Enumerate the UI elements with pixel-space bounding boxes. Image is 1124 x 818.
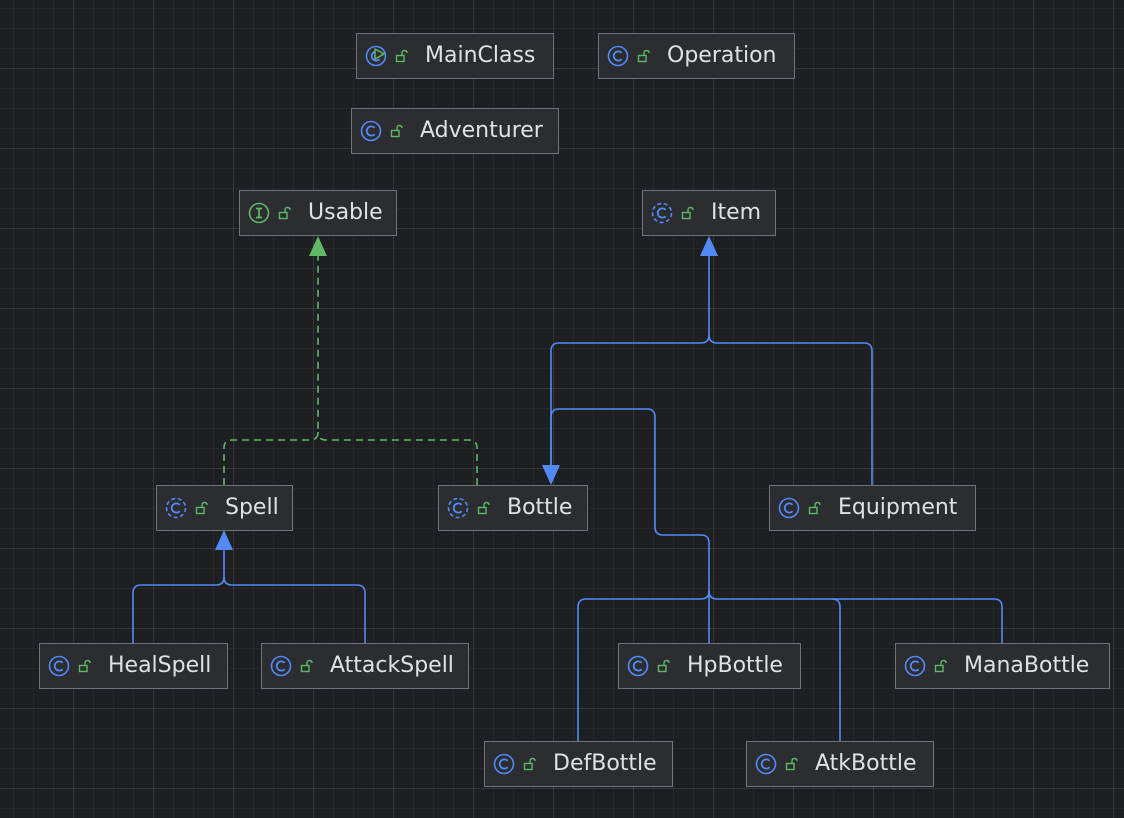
public-lock-icon	[681, 206, 694, 220]
class-node-operation[interactable]: Operation	[598, 33, 795, 79]
public-lock-icon	[523, 757, 536, 771]
class-icon	[270, 655, 292, 677]
public-lock-icon	[278, 206, 291, 220]
abstract-class-node-bottle[interactable]: Bottle	[438, 485, 588, 531]
class-node-hpbottle[interactable]: HpBottle	[618, 643, 801, 689]
class-node-atkbottle[interactable]: AtkBottle	[746, 741, 934, 787]
public-lock-icon	[808, 501, 821, 515]
public-lock-icon	[477, 501, 490, 515]
interface-icon	[248, 202, 270, 224]
class-node-manabottle[interactable]: ManaBottle	[895, 643, 1110, 689]
abstract-class-node-item[interactable]: Item	[642, 190, 776, 236]
class-name: Operation	[667, 43, 777, 68]
class-name: HpBottle	[687, 653, 783, 678]
class-icon	[904, 655, 926, 677]
edge-spell-implements-usable	[223, 256, 319, 485]
class-name: MainClass	[425, 43, 536, 68]
class-name: AttackSpell	[330, 653, 454, 678]
edge-defbottle-extends-bottle	[577, 590, 710, 741]
class-icon	[778, 497, 800, 519]
class-node-adventurer[interactable]: Adventurer	[351, 108, 559, 154]
class-node-equipment[interactable]: Equipment	[769, 485, 976, 531]
class-name: Equipment	[838, 495, 958, 520]
public-lock-icon	[657, 659, 670, 673]
class-name: Spell	[225, 495, 279, 520]
public-lock-icon	[195, 501, 208, 515]
class-icon	[607, 45, 629, 67]
class-name: Bottle	[507, 495, 573, 520]
class-icon	[360, 120, 382, 142]
abstract-class-icon	[447, 497, 469, 519]
class-name: AtkBottle	[815, 751, 917, 776]
abstract-class-icon	[651, 202, 673, 224]
class-icon	[493, 753, 515, 775]
public-lock-icon	[300, 659, 313, 673]
edge-healspell-extends-spell	[132, 550, 225, 643]
class-icon	[755, 753, 777, 775]
edge-bottle-extends-item	[550, 256, 710, 465]
public-lock-icon	[395, 49, 408, 63]
class-node-defbottle[interactable]: DefBottle	[484, 741, 673, 787]
class-icon	[627, 655, 649, 677]
arrowhead-item	[700, 236, 718, 256]
public-lock-icon	[78, 659, 91, 673]
class-name: Item	[711, 200, 762, 225]
arrowhead-spell	[215, 530, 233, 550]
class-node-mainclass[interactable]: MainClass	[356, 33, 554, 79]
arrowhead-bottle	[542, 465, 560, 485]
class-name: ManaBottle	[964, 653, 1090, 678]
class-name: Adventurer	[420, 118, 543, 143]
arrowhead-usable	[309, 236, 327, 256]
edge-atkbottle-extends-bottle	[831, 598, 841, 741]
abstract-class-icon	[165, 497, 187, 519]
public-lock-icon	[390, 124, 403, 138]
edge-bottle-implements-usable	[317, 431, 478, 485]
class-node-healspell[interactable]: HealSpell	[39, 643, 228, 689]
class-node-attackspell[interactable]: AttackSpell	[261, 643, 469, 689]
class-icon	[48, 655, 70, 677]
edge-manabottle-extends-bottle	[708, 590, 1003, 643]
class-name: DefBottle	[553, 751, 657, 776]
edge-attackspell-extends-spell	[223, 576, 366, 643]
class-name: Usable	[308, 200, 383, 225]
interface-node-usable[interactable]: Usable	[239, 190, 397, 236]
public-lock-icon	[934, 659, 947, 673]
public-lock-icon	[637, 49, 650, 63]
public-lock-icon	[785, 757, 798, 771]
class-runnable-icon	[365, 45, 387, 67]
abstract-class-node-spell[interactable]: Spell	[156, 485, 293, 531]
edge-bottle-trunk	[550, 408, 710, 599]
edge-equipment-extends-item	[708, 334, 873, 485]
class-name: HealSpell	[108, 653, 212, 678]
